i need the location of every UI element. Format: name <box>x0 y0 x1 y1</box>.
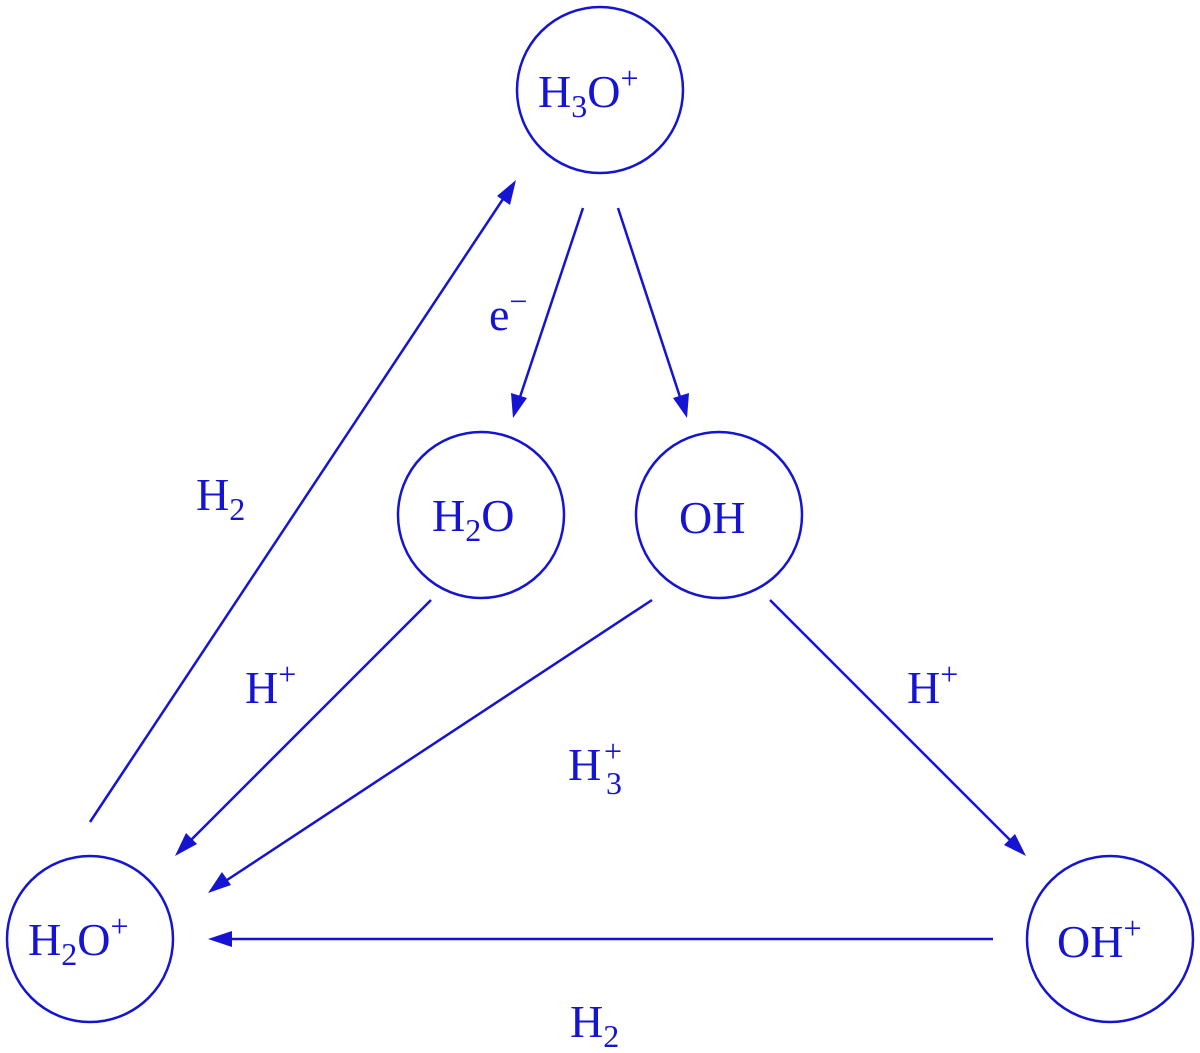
node-h2o-plus-label: H2O+ <box>28 908 129 972</box>
edge-label-h2o-to-h2o-plus: H+ <box>245 656 296 713</box>
node-h2o: H2O <box>396 430 566 600</box>
edge-line <box>223 598 653 884</box>
edge-h3o-plus-to-h2o <box>511 207 585 418</box>
edge-label-sup: + <box>604 733 622 769</box>
arrowhead <box>497 180 516 205</box>
edge-oh-to-h2o-plus <box>208 598 653 893</box>
arrowhead <box>673 393 689 418</box>
node-oh-circle <box>634 430 804 600</box>
edge-label-oh-to-oh-plus: H+ <box>907 656 958 713</box>
node-h3o-plus-label: H3O+ <box>538 60 639 124</box>
node-oh-label: OH <box>679 492 745 543</box>
arrowhead <box>208 931 232 947</box>
node-h2o-label: H2O <box>432 490 514 548</box>
node-h3o-plus: H3O+ <box>515 5 685 175</box>
node-oh-plus-label: OH+ <box>1057 910 1142 967</box>
node-oh-plus-circle <box>1025 854 1195 1024</box>
edge-oh-to-oh-plus <box>769 599 1026 856</box>
edge-line <box>88 195 507 823</box>
edge-label-oh-to-h2o-plus: H + 3 <box>568 733 622 801</box>
arrowhead <box>1004 834 1026 856</box>
edge-line <box>616 207 683 401</box>
arrowhead <box>208 872 231 893</box>
node-h3o-plus-circle <box>515 5 685 175</box>
node-oh-plus: OH+ <box>1025 854 1195 1024</box>
edge-line <box>769 599 1013 843</box>
node-h2o-circle <box>396 430 566 600</box>
edge-oh-plus-to-h2o-plus <box>208 931 993 947</box>
arrowhead <box>511 393 527 418</box>
edge-line <box>188 599 432 843</box>
arrowhead <box>175 833 197 856</box>
edge-label-sub: 3 <box>606 765 622 801</box>
node-oh: OH <box>634 430 804 600</box>
edge-label-h3o-plus-to-h2o: e− <box>489 283 527 340</box>
node-h2o-plus: H2O+ <box>5 854 175 1024</box>
edge-label-oh-plus-to-h2o-plus: H2 <box>570 996 619 1053</box>
edge-label-h2o-plus-to-h3o-plus: H2 <box>196 469 245 527</box>
edge-line <box>517 207 585 401</box>
edge-h2o-plus-to-h3o-plus <box>88 180 516 823</box>
edge-label-base: H <box>568 739 601 790</box>
edge-h2o-to-h2o-plus <box>175 599 432 856</box>
edge-h3o-plus-to-oh <box>616 207 689 418</box>
node-h2o-plus-circle <box>5 854 175 1024</box>
